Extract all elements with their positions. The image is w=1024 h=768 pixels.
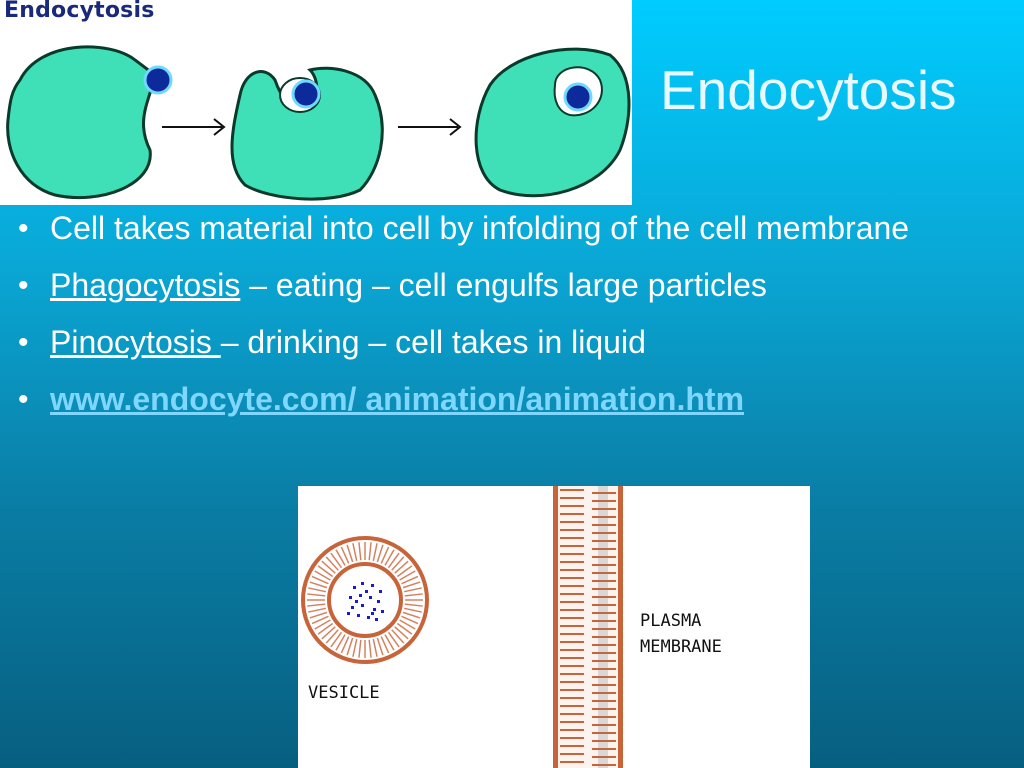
bullet-list: • Cell takes material into cell by infol… [18, 206, 1008, 434]
figure-caption: Endocytosis [4, 0, 155, 23]
term-phagocytosis: Phagocytosis [50, 267, 241, 303]
bullet-text: Cell takes material into cell by infoldi… [50, 210, 910, 246]
bullet-dot: • [18, 212, 29, 245]
cell-stage-1 [6, 45, 157, 200]
bullet-dot: • [18, 326, 29, 359]
particle-3 [563, 82, 593, 112]
particle-2 [291, 79, 321, 109]
vesicle-membrane-drawing [301, 486, 623, 768]
particle-1 [143, 65, 173, 95]
bullet-text: – drinking – cell takes in liquid [220, 324, 646, 360]
term-pinocytosis: Pinocytosis [50, 324, 221, 360]
bullet-text: – eating – cell engulfs large particles [240, 267, 767, 303]
vesicle-membrane-diagram: PLASMA MEMBRANE VESICLE [298, 486, 810, 768]
endocytosis-diagram: Endocytosis [0, 0, 632, 205]
vesicle-outer-ring [301, 536, 429, 664]
animation-link[interactable]: www.endocyte.com/ animation/animation.ht… [50, 381, 745, 417]
label-plasma: PLASMA [640, 611, 702, 631]
bullet-dot: • [18, 269, 29, 302]
bullet-item: • Phagocytosis – eating – cell engulfs l… [18, 263, 1008, 308]
bullet-item: • Cell takes material into cell by infol… [18, 206, 1008, 251]
cell-stage-3 [474, 47, 631, 198]
bullet-item: • www.endocyte.com/ animation/animation.… [18, 377, 1008, 422]
bullet-item: • Pinocytosis – drinking – cell takes in… [18, 320, 1008, 365]
bullet-dot: • [18, 383, 29, 416]
endocytosis-stages-drawing [6, 45, 631, 201]
cell-stage-2 [230, 66, 384, 201]
label-membrane: MEMBRANE [640, 637, 722, 657]
vesicle-inner-ring [327, 562, 403, 638]
label-vesicle: VESICLE [308, 683, 380, 703]
slide-title: Endocytosis [660, 59, 957, 121]
